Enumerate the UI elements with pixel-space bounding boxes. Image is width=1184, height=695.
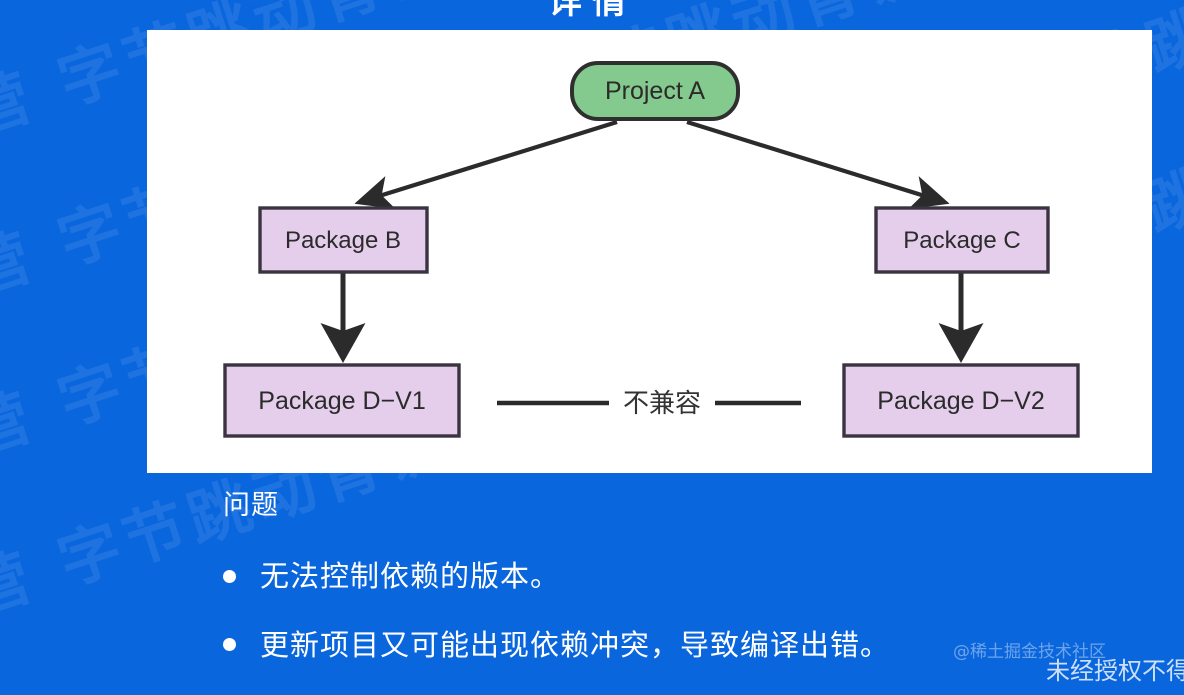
list-item-label: 无法控制依赖的版本。 bbox=[260, 559, 561, 594]
community-watermark: @稀土掘金技术社区 bbox=[953, 642, 1106, 662]
node-package-d-v2[interactable]: Package D−V2 bbox=[842, 363, 1080, 438]
node-package-d-v2-label: Package D−V2 bbox=[877, 387, 1044, 415]
relation-incompatible-label: 不兼容 bbox=[623, 389, 701, 419]
node-package-c[interactable]: Package C bbox=[874, 206, 1050, 274]
dependency-diagram: Project A Package B Package C Package D−… bbox=[223, 61, 1080, 438]
diagram-panel: Project A Package B Package C Package D−… bbox=[147, 30, 1152, 473]
node-package-b-label: Package B bbox=[285, 227, 401, 254]
list-item: 更新项目又可能出现依赖冲突，导致编译出错。 bbox=[223, 627, 1152, 663]
node-package-b[interactable]: Package B bbox=[258, 206, 429, 274]
relation-incompatible: 不兼容 bbox=[497, 389, 801, 419]
node-package-c-label: Package C bbox=[903, 227, 1020, 254]
node-project-a-label: Project A bbox=[605, 77, 705, 105]
copyright-notice-watermark: 未经授权不得 bbox=[1046, 657, 1184, 685]
bullet-dot-icon bbox=[223, 638, 236, 652]
edge-project-a-to-package-b bbox=[354, 119, 618, 209]
list-item-label: 更新项目又可能出现依赖冲突，导致编译出错。 bbox=[260, 627, 891, 662]
edge-project-a-to-package-c bbox=[686, 119, 950, 209]
node-package-d-v1-label: Package D−V1 bbox=[258, 387, 425, 415]
list-item: 无法控制依赖的版本。 bbox=[223, 558, 1152, 594]
notes-section: 问题 无法控制依赖的版本。 更新项目又可能出现依赖冲突，导致编译出错。 bbox=[147, 490, 1152, 695]
node-project-a[interactable]: Project A bbox=[570, 61, 740, 121]
notes-heading: 问题 bbox=[223, 490, 279, 521]
node-package-d-v1[interactable]: Package D−V1 bbox=[223, 363, 461, 438]
slide-title: 详情 bbox=[548, 0, 636, 22]
bullet-dot-icon bbox=[223, 570, 236, 584]
